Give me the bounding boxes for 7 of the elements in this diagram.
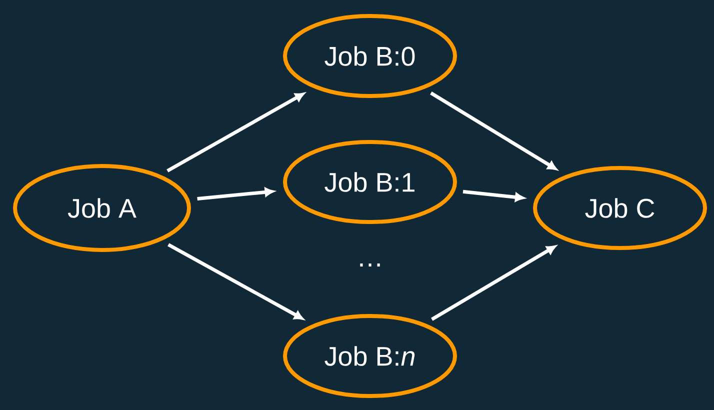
arrow xyxy=(430,246,556,321)
arrow xyxy=(462,190,524,202)
arrow xyxy=(197,188,274,200)
arrow xyxy=(166,92,304,172)
arrow xyxy=(430,92,557,170)
ellipsis: … xyxy=(360,264,380,266)
arrow xyxy=(168,243,304,320)
